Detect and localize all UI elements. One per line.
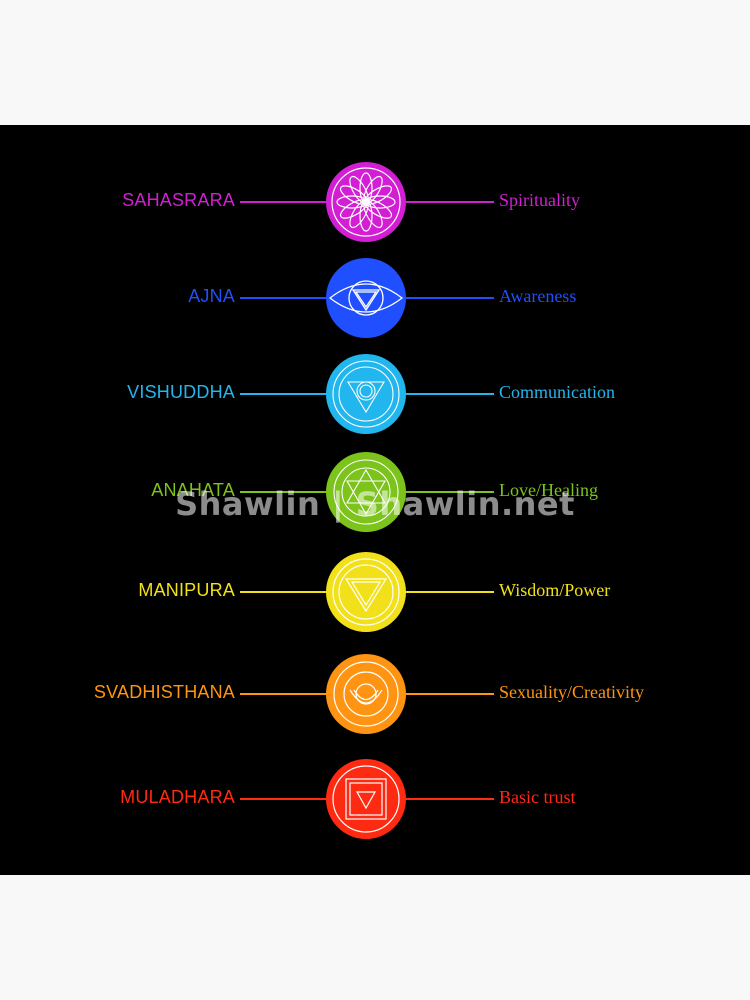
connector-line-left [240,393,330,395]
connector-line-left [240,201,330,203]
connector-line-left [240,798,330,800]
connector-line-left [240,491,330,493]
chakra-chart: SAHASRARA Spirituality [0,125,750,875]
chakra-meaning: Sexuality/Creativity [499,682,644,702]
connector-line-left [240,591,330,593]
chakra-name: ANAHATA [151,480,235,500]
connector-line-right [402,798,494,800]
connector-line-left [240,297,330,299]
ten-petal-triangle-icon [326,552,406,632]
sixteen-petal-lotus-triangle-icon [326,354,406,434]
hexagram-lotus-icon [326,452,406,532]
chakra-row-anahata: ANAHATA Love/Healing [0,452,750,532]
third-eye-triangle-icon [326,258,406,338]
chakra-meaning: Spirituality [499,190,580,210]
chakra-name: AJNA [188,286,235,306]
chakra-meaning: Love/Healing [499,480,598,500]
chakra-meaning: Wisdom/Power [499,580,611,600]
connector-line-right [402,393,494,395]
chakra-meaning: Awareness [499,286,577,306]
connector-line-right [402,591,494,593]
chakra-name: VISHUDDHA [127,382,235,402]
square-lotus-triangle-icon [326,759,406,839]
chakra-row-vishuddha: VISHUDDHA Communication [0,354,750,434]
connector-line-left [240,693,330,695]
connector-line-right [402,491,494,493]
chakra-meaning: Basic trust [499,787,576,807]
crescent-lotus-icon [326,654,406,734]
chakra-name: MANIPURA [138,580,235,600]
chakra-name: SAHASRARA [122,190,235,210]
chakra-row-sahasrara: SAHASRARA Spirituality [0,162,750,242]
chakra-row-svadhisthana: SVADHISTHANA Sexuality/Creativity [0,654,750,734]
chakra-row-muladhara: MULADHARA Basic trust [0,759,750,839]
chakra-meaning: Communication [499,382,615,402]
connector-line-right [402,693,494,695]
chakra-row-manipura: MANIPURA Wisdom/Power [0,552,750,632]
chakra-row-ajna: AJNA Awareness [0,258,750,338]
chakra-name: SVADHISTHANA [93,682,235,702]
thousand-petal-lotus-icon [326,162,406,242]
chakra-name: MULADHARA [120,787,235,807]
connector-line-right [402,201,494,203]
connector-line-right [402,297,494,299]
